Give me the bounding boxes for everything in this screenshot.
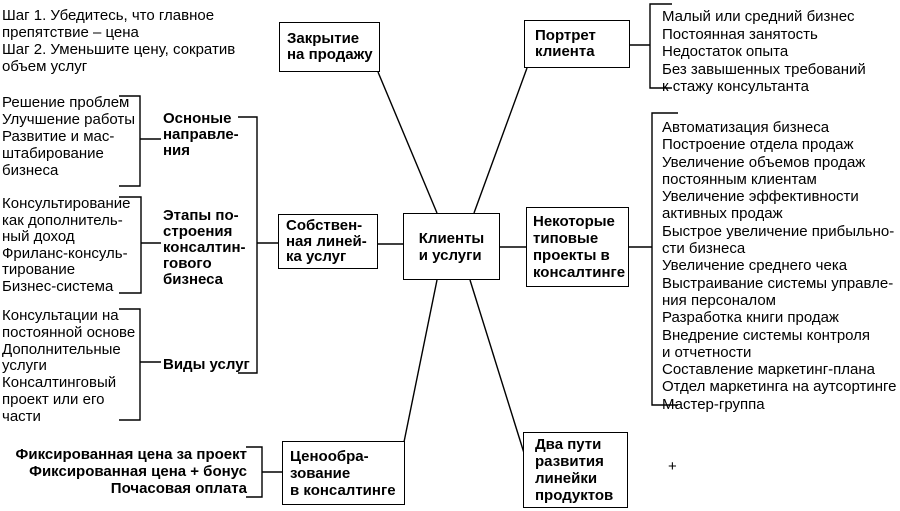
line-center-to-twoways bbox=[469, 279, 525, 454]
list-client-portrait: Малый или средний бизнес Постоянная заня… bbox=[662, 8, 866, 95]
line-closing-to-center bbox=[377, 71, 438, 214]
typical-projects-box: Некоторые типовые проекты в консалтинге bbox=[526, 207, 629, 287]
pricing-label: Ценообра- зование в консалтинге bbox=[290, 447, 396, 499]
clients-and-services-box: Клиенты и услуги bbox=[403, 213, 500, 280]
list-pricing-models: Фиксированная цена за проект Фиксированн… bbox=[15, 446, 247, 497]
client-portrait-box: Портрет клиента bbox=[524, 20, 630, 68]
bracket-list-service-types bbox=[119, 308, 141, 421]
list-typical-projects: Автоматизация бизнеса Построение отдела … bbox=[662, 119, 897, 413]
plus-sign: + bbox=[668, 458, 677, 475]
closing-sale-box: Закрытие на продажу bbox=[279, 22, 380, 72]
label-building-stages: Этапы по- строения консалтин- гового биз… bbox=[163, 207, 246, 288]
bracket-portrait-list bbox=[649, 3, 672, 89]
list-building-stages: Консультирование как дополнитель- ный до… bbox=[2, 195, 131, 295]
bracket-list-building-stages bbox=[119, 196, 142, 294]
line-center-to-pricing bbox=[403, 279, 438, 443]
bracket-projects-list bbox=[651, 112, 678, 406]
typical-projects-label: Некоторые типовые проекты в консалтинге bbox=[533, 213, 626, 281]
client-portrait-label: Портрет клиента bbox=[535, 26, 596, 60]
bracket-list-main-directions bbox=[119, 95, 141, 187]
two-ways-box: Два пути развития линейки продуктов bbox=[523, 432, 628, 508]
line-portrait-to-center bbox=[473, 67, 528, 214]
steps-note: Шаг 1. Убедитесь, что главное препятстви… bbox=[2, 7, 236, 75]
pricing-box: Ценообра- зование в консалтинге bbox=[282, 441, 405, 505]
own-service-line-label: Собствен- ная линей- ка услуг bbox=[286, 217, 367, 266]
bracket-pricing-list bbox=[246, 446, 263, 498]
clients-and-services-label: Клиенты и услуги bbox=[418, 229, 485, 264]
label-service-types: Виды услуг bbox=[163, 356, 250, 373]
bracket-left-labels bbox=[238, 116, 258, 374]
own-service-line-box: Собствен- ная линей- ка услуг bbox=[278, 214, 378, 269]
label-main-directions: Осноные направле- ния bbox=[163, 110, 239, 159]
list-service-types: Консультации на постоянной основе Дополн… bbox=[2, 307, 136, 425]
list-main-directions: Решение проблем Улучшение работы Развити… bbox=[2, 94, 136, 179]
closing-sale-label: Закрытие на продажу bbox=[287, 29, 373, 63]
two-ways-label: Два пути развития линейки продуктов bbox=[535, 436, 614, 504]
